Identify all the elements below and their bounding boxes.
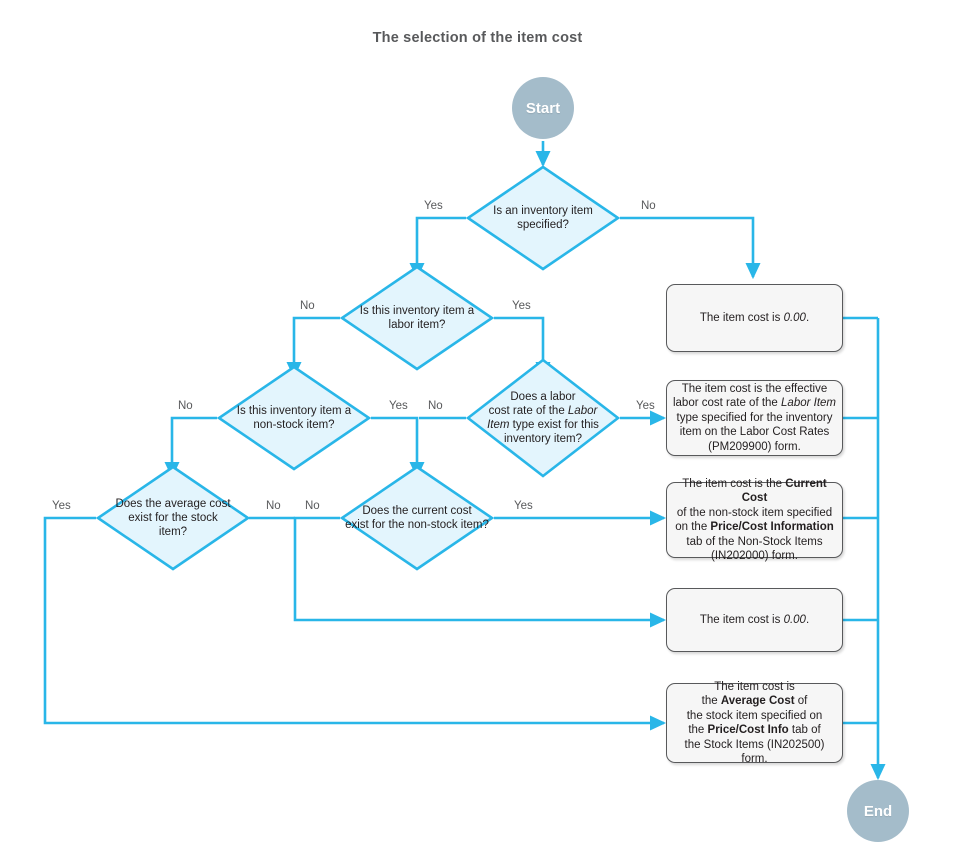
diamond-shape <box>339 465 495 571</box>
edge-label-d4-yes: Yes <box>636 400 655 412</box>
start-label: Start <box>525 99 561 117</box>
page-title: The selection of the item cost <box>372 30 583 46</box>
edge-label-d5-yes: Yes <box>52 500 71 512</box>
edge-label-d5-no: No <box>266 500 281 512</box>
edge-label-d3-no: No <box>178 400 193 412</box>
edge-label-d1-yes: Yes <box>424 200 443 212</box>
edge-label-d1-no: No <box>641 200 656 212</box>
edge-label-d3-yes: Yes <box>389 400 408 412</box>
edge-d1-no-to-p1 <box>620 216 761 280</box>
result-text: The item cost is 0.00. <box>699 613 810 626</box>
diamond-shape <box>465 165 621 271</box>
edge-label-d6-yes: Yes <box>514 500 533 512</box>
diamond-shape <box>465 358 621 478</box>
diamond-shape <box>95 465 251 571</box>
edge-label-d4-no: No <box>428 400 443 412</box>
diamond-shape <box>339 265 495 371</box>
result-text: The item cost is 0.00. <box>699 311 810 324</box>
start-node[interactable]: Start <box>512 77 574 139</box>
result-box-item-cost-zero-b[interactable]: The item cost is 0.00. <box>666 588 843 652</box>
edge-label-d2-yes: Yes <box>512 300 531 312</box>
result-box-item-cost-zero-a[interactable]: The item cost is 0.00. <box>666 284 843 352</box>
end-node[interactable]: End <box>847 780 909 842</box>
edge-label-d6-no: No <box>305 500 320 512</box>
end-label: End <box>863 802 893 820</box>
diamond-shape <box>216 365 372 471</box>
edge-label-d2-no: No <box>300 300 315 312</box>
